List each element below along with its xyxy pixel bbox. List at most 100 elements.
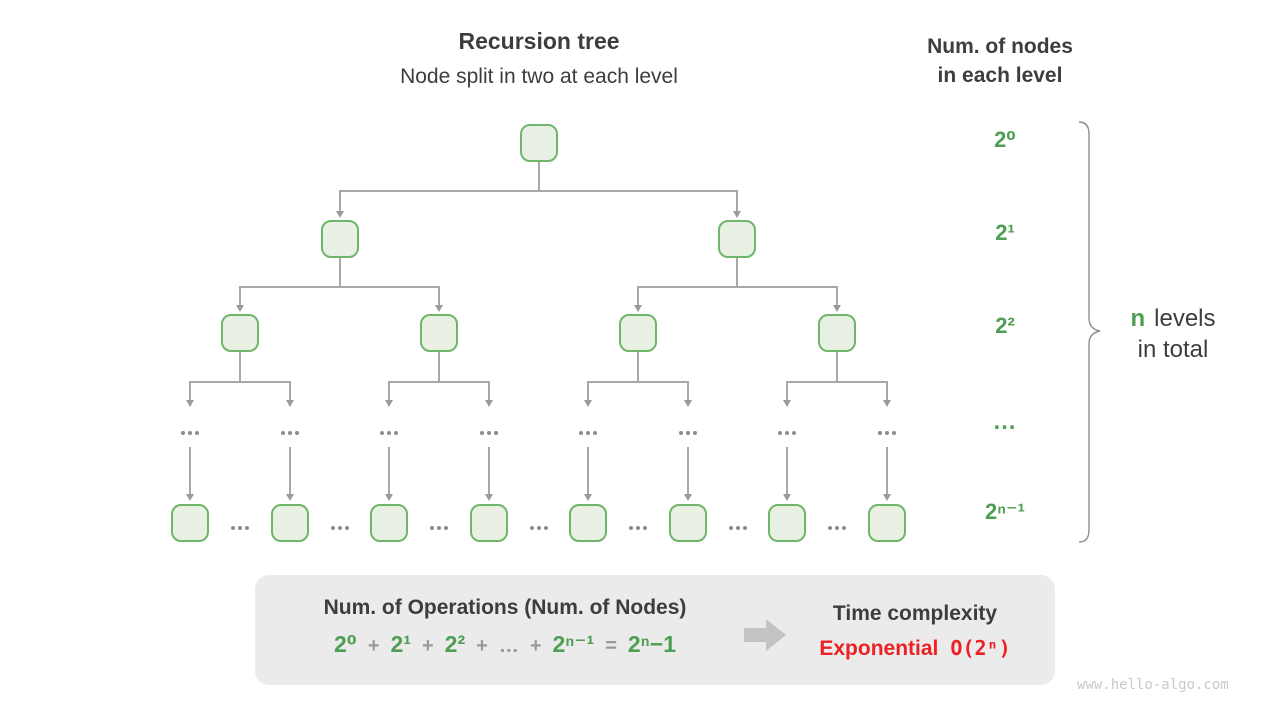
tree-connector (239, 286, 440, 288)
ellipsis-dot (885, 431, 889, 435)
tree-connector (637, 287, 639, 305)
arrow-bar (744, 628, 766, 642)
tree-connector (886, 447, 888, 494)
ellipsis-dot (643, 526, 647, 530)
arrowhead-icon (633, 305, 642, 312)
ellipsis-dot (792, 431, 796, 435)
levels-total-line2: in total (1137, 336, 1209, 363)
ellipsis-dot (337, 526, 342, 530)
tree-node (718, 220, 756, 258)
summary-box: Num. of Operations (Num. of Nodes) 2⁰ + … (255, 575, 1055, 685)
ellipsis-dot (586, 431, 590, 435)
ellipsis-dot (288, 431, 292, 435)
tree-node (818, 314, 856, 352)
arrowhead-icon (683, 400, 692, 407)
tree-node (171, 504, 209, 542)
ellipsis-dot (394, 431, 398, 435)
tree-connector (488, 447, 490, 494)
arrowhead-icon (583, 400, 592, 407)
tree-connector (339, 258, 341, 287)
ellipsis-dot (494, 431, 498, 435)
curly-brace-icon (1078, 121, 1101, 543)
arrowhead-icon (583, 494, 592, 501)
formula-term: 2¹ (390, 631, 411, 657)
ellipsis-dot (330, 526, 335, 530)
arrowhead-icon (235, 305, 244, 312)
ellipsis-dot (686, 431, 690, 435)
complexity-label: Exponential (819, 637, 939, 660)
ellipsis-dot (543, 526, 548, 530)
tree-node (619, 314, 657, 352)
tree-connector (289, 382, 291, 400)
ellipsis-dots (679, 431, 697, 435)
ellipsis-dot (444, 526, 448, 530)
tree-node (669, 504, 707, 542)
tree-connector (587, 381, 689, 383)
tree-connector (388, 381, 490, 383)
tree-connector (836, 352, 838, 382)
formula-equals: = (605, 635, 617, 657)
arrowhead-icon (732, 211, 741, 218)
complexity-result: Exponential O(2ⁿ) (775, 636, 1055, 661)
tree-connector (289, 447, 291, 494)
tree-connector (438, 287, 440, 305)
ellipsis-dots (430, 526, 448, 530)
formula-operator: + (476, 635, 488, 657)
ellipsis-dots (728, 526, 747, 530)
tree-connector (339, 190, 738, 192)
formula-term: 2ⁿ⁻¹ (552, 631, 595, 657)
formula-result: 2ⁿ−1 (627, 631, 677, 657)
ellipsis-dot (529, 526, 534, 530)
tree-connector (786, 381, 888, 383)
tree-node (569, 504, 607, 542)
formula-term: 2⁰ (333, 631, 357, 657)
ellipsis-dot (842, 526, 846, 530)
n-variable: n (1130, 305, 1146, 332)
ellipsis-dots (480, 431, 498, 435)
arrowhead-icon (335, 211, 344, 218)
arrowhead-icon (882, 400, 891, 407)
arrowhead-icon (434, 305, 443, 312)
ellipsis-dot (231, 526, 235, 530)
ellipsis-dots (380, 431, 398, 435)
ellipsis-dot (536, 526, 541, 530)
tree-node (768, 504, 806, 542)
formula-operator: + (529, 635, 542, 657)
tree-node (520, 124, 558, 162)
tree-node (221, 314, 259, 352)
arrowhead-icon (285, 400, 294, 407)
level-label-2-pow-2: 2² (995, 313, 1015, 338)
tree-connector (836, 287, 838, 305)
ellipsis-dot (728, 526, 733, 530)
ellipsis-dots (529, 526, 548, 530)
ellipsis-dots (231, 526, 249, 530)
tree-connector (189, 382, 191, 400)
formula-term: 2² (444, 631, 466, 657)
ellipsis-dot (785, 431, 789, 435)
right-header-line1: Num. of nodes (927, 35, 1073, 58)
ellipsis-dot (742, 526, 747, 530)
tree-connector (637, 286, 838, 288)
levels-word: levels (1154, 305, 1216, 332)
ellipsis-dot (636, 526, 640, 530)
ellipsis-dot (835, 526, 839, 530)
ellipsis-dot (344, 526, 349, 530)
ellipsis-dot (295, 431, 299, 435)
ellipsis-dot (828, 526, 832, 530)
arrowhead-icon (285, 494, 294, 501)
ellipsis-dot (892, 431, 896, 435)
ellipsis-dots (878, 431, 896, 435)
ellipsis-dot (693, 431, 697, 435)
diagram-subtitle: Node split in two at each level (400, 65, 678, 88)
formula-operator: + (421, 635, 434, 657)
level-label-2-pow-n-1: 2ⁿ⁻¹ (985, 499, 1025, 524)
tree-connector (438, 352, 440, 382)
formula-operator: + (367, 635, 380, 657)
ellipsis-dots (828, 526, 846, 530)
tree-connector (388, 447, 390, 494)
ellipsis-dot (387, 431, 391, 435)
ellipsis-dot (188, 431, 192, 435)
ellipsis-dot (181, 431, 185, 435)
